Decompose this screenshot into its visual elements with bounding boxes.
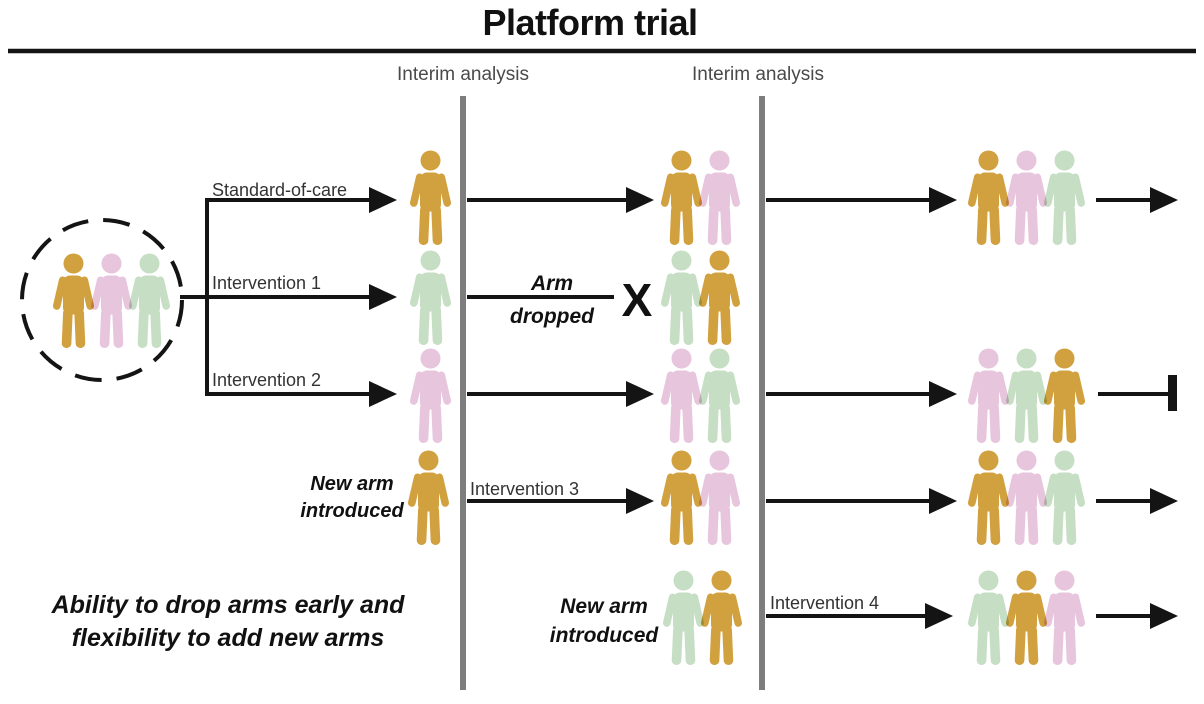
person-icon-pink (660, 348, 703, 444)
person-icon-orange (700, 570, 743, 666)
new-arm-annotation-1: New arm introduced (300, 471, 403, 525)
flow-arrow-head (369, 187, 397, 213)
arm-int4-pair (662, 570, 743, 666)
person-icon-orange (409, 150, 452, 246)
person-icon-pink (967, 348, 1010, 444)
new-arm-2-line2: introduced (549, 624, 659, 647)
figure-title: Platform trial (482, 2, 698, 43)
person-icon-green (128, 253, 171, 349)
person-icon-orange (967, 150, 1010, 246)
flow-arrow-head (1150, 603, 1178, 629)
person-icon-pink (698, 150, 741, 246)
arm-dropped-line2: dropped (510, 305, 594, 328)
dropped-x-mark: X (621, 274, 653, 326)
interim-analysis-label-2: Interim analysis (692, 64, 824, 85)
arm-soc-trio (967, 150, 1086, 246)
person-icon-orange (660, 450, 703, 546)
flow-arrow-head (626, 187, 654, 213)
intervention-4-label: Intervention 4 (770, 593, 880, 613)
person-icon-orange (1005, 570, 1048, 666)
arm-int4-trio (967, 570, 1086, 666)
person-icon-green (660, 250, 703, 346)
person-icon-pink (90, 253, 133, 349)
arm-int3-pair (660, 450, 741, 546)
person-icon-orange (1043, 348, 1086, 444)
patient-pool (52, 253, 171, 349)
new-arm-2-line1: New arm (560, 595, 648, 618)
flow-arrow-head (929, 187, 957, 213)
person-icon-green (967, 570, 1010, 666)
new-arm-annotation-2: New arm introduced (550, 592, 659, 650)
arm-int2-single (409, 348, 452, 444)
new-arm-1-line2: introduced (300, 500, 404, 522)
person-icon-orange (660, 150, 703, 246)
flow-arrow-head (925, 603, 953, 629)
person-icon-green (409, 250, 452, 346)
arm-int2-pair (660, 348, 741, 444)
person-icon-green (1043, 150, 1086, 246)
arm-soc-single (409, 150, 452, 246)
stop-bar (1168, 375, 1177, 411)
person-icon-pink (409, 348, 452, 444)
person-icon-pink (1043, 570, 1086, 666)
arm-int1-pair (660, 250, 741, 346)
flow-arrow-head (1150, 488, 1178, 514)
arm-int2-trio (967, 348, 1086, 444)
person-icon-green (698, 348, 741, 444)
arm-int3-trio (967, 450, 1086, 546)
person-icon-orange (698, 250, 741, 346)
person-icon-orange (52, 253, 95, 349)
enrollment-circle (20, 218, 184, 382)
flow-arrow-head (929, 488, 957, 514)
bottom-note: Ability to drop arms early and flexibili… (52, 589, 405, 655)
flow-arrow-head (369, 284, 397, 310)
arm-int1-single (409, 250, 452, 346)
flow-arrow-head (369, 381, 397, 407)
person-icon-green (1005, 348, 1048, 444)
flow-arrow-head (626, 381, 654, 407)
arm-dropped-line1: Arm (530, 272, 573, 295)
new-arm-1-line1: New arm (310, 473, 394, 495)
flow-arrow-head (929, 381, 957, 407)
arm-dropped-annotation: Arm dropped (510, 267, 594, 333)
bottom-note-line1: Ability to drop arms early and (51, 591, 405, 619)
interim-analysis-label-1: Interim analysis (397, 64, 529, 85)
intervention-1-label: Intervention 1 (212, 273, 322, 293)
flow-arrow-head (1150, 187, 1178, 213)
bottom-note-line2: flexibility to add new arms (71, 624, 385, 652)
arm-soc-pair (660, 150, 741, 246)
person-icon-orange (967, 450, 1010, 546)
person-icon-green (1043, 450, 1086, 546)
arm-int3-single (407, 450, 450, 546)
person-icon-orange (407, 450, 450, 546)
person-icon-pink (698, 450, 741, 546)
flow-arrow-head (626, 488, 654, 514)
person-icon-green (662, 570, 705, 666)
intervention-2-label: Intervention 2 (212, 370, 322, 390)
intervention-3-label: Intervention 3 (470, 479, 580, 499)
person-icon-pink (1005, 150, 1048, 246)
standard-of-care-label: Standard-of-care (212, 180, 348, 200)
person-icon-pink (1005, 450, 1048, 546)
